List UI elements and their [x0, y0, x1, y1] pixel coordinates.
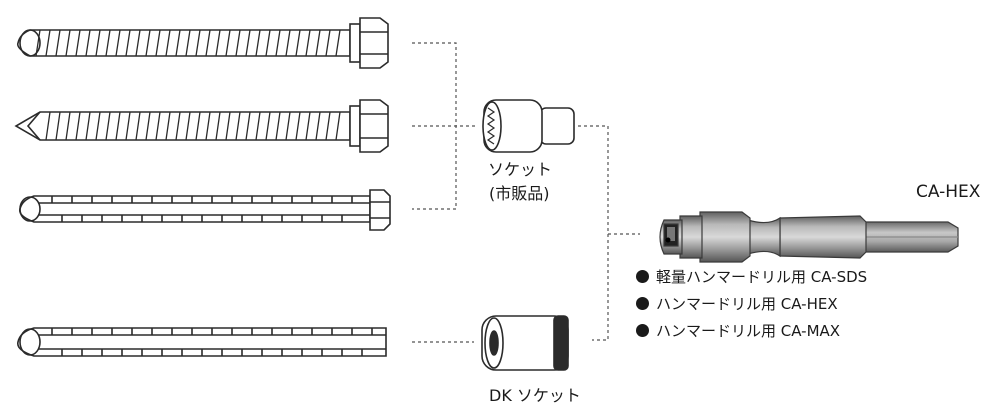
socket-icon	[482, 99, 575, 153]
socket-label: ソケット	[488, 160, 553, 179]
compatible-item-label: ハンマードリル用 CA-HEX	[656, 295, 838, 313]
compatible-item-label: 軽量ハンマードリル用 CA-SDS	[656, 268, 868, 286]
ca-hex-adapter-icon	[659, 211, 959, 263]
socket-note-label: (市販品)	[489, 184, 550, 203]
bullet-icon	[636, 324, 649, 337]
compatible-item: ハンマードリル用 CA-MAX	[636, 321, 840, 341]
connector-lines	[412, 42, 640, 343]
dk-socket-label: DK ソケット	[489, 386, 581, 405]
compatible-item: 軽量ハンマードリル用 CA-SDS	[636, 267, 867, 287]
bullet-icon	[636, 297, 649, 310]
rebar-hex-end-icon	[18, 189, 391, 231]
screw-anchor-angled-icon	[16, 17, 389, 69]
screw-anchor-pointed-icon	[14, 99, 389, 153]
dk-socket-icon	[481, 315, 569, 371]
compatible-item-label: ハンマードリル用 CA-MAX	[656, 322, 841, 340]
product-name-label: CA-HEX	[916, 182, 981, 202]
bullet-icon	[636, 270, 649, 283]
rebar-plain-icon	[17, 327, 387, 357]
compatible-item: ハンマードリル用 CA-HEX	[636, 294, 838, 314]
